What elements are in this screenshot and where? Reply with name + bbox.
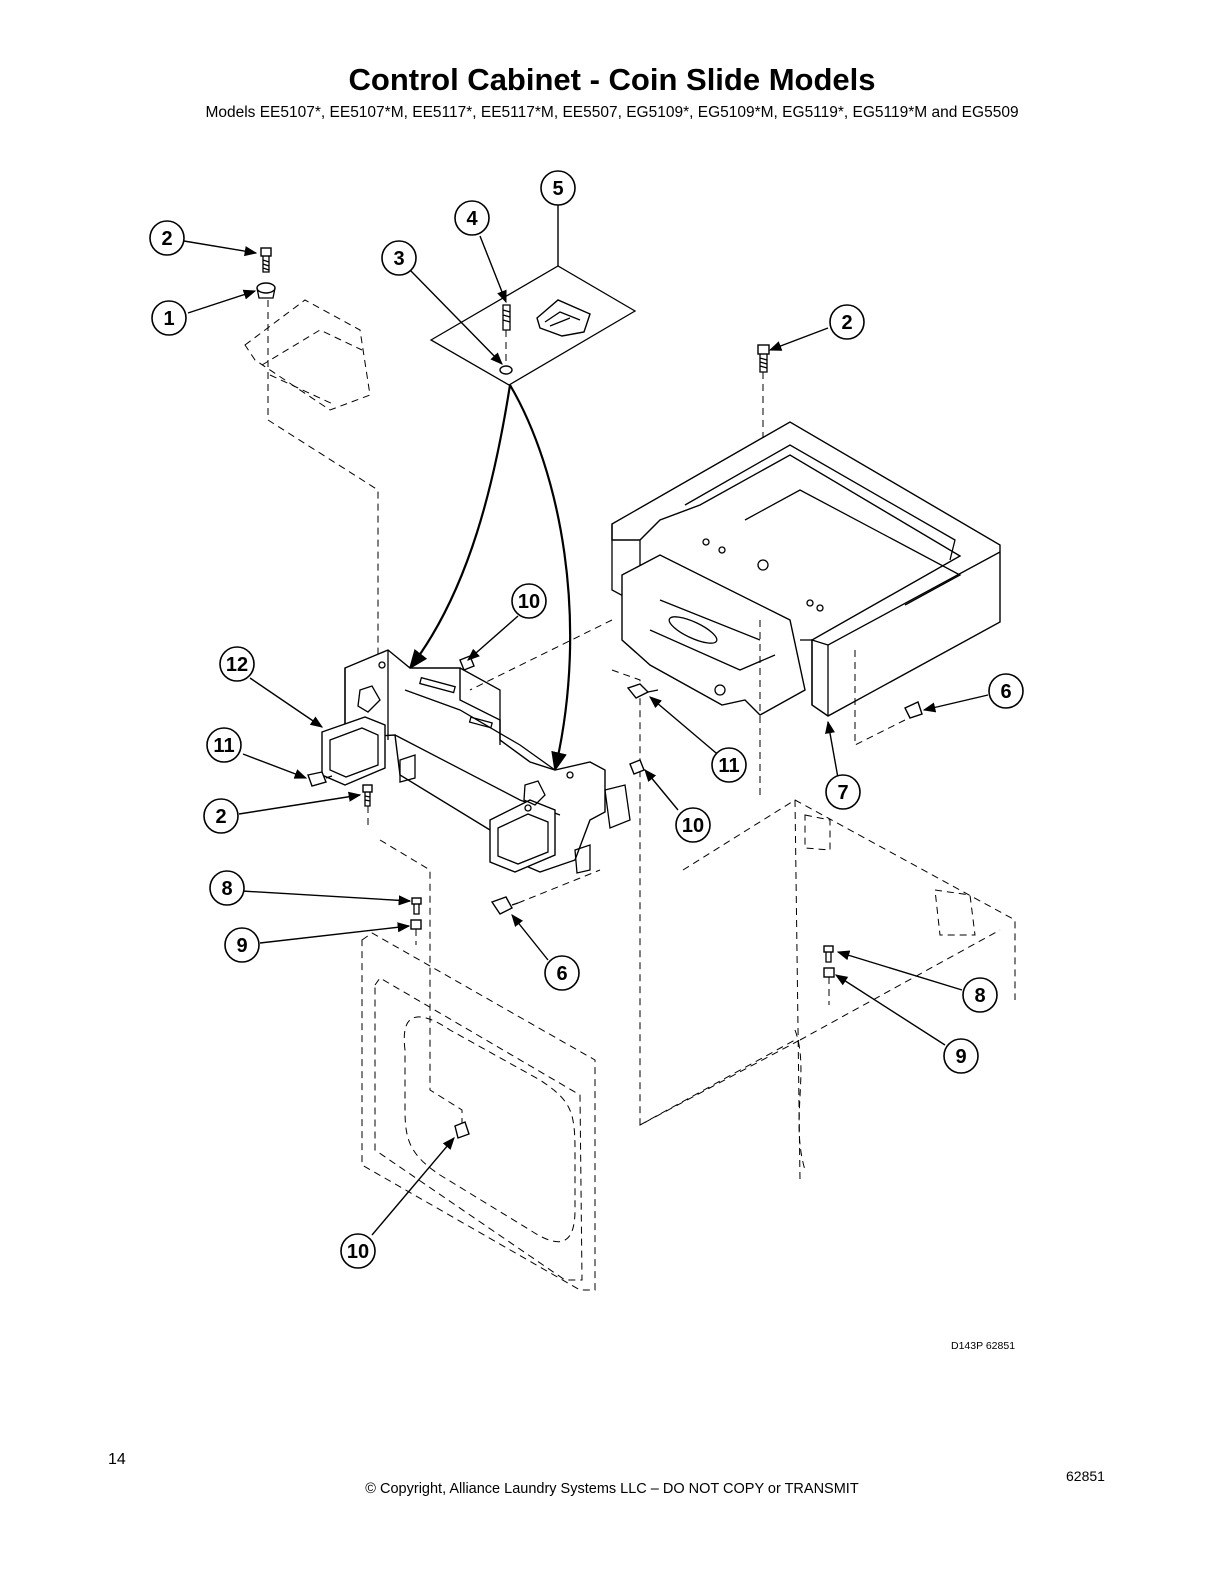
washer-1 bbox=[256, 282, 276, 299]
screw-11-right bbox=[626, 683, 659, 699]
callout-11: 11 bbox=[206, 727, 242, 763]
diagram-code: D143P 62851 bbox=[951, 1340, 1016, 1352]
callout-number: 2 bbox=[841, 312, 852, 334]
front-panel bbox=[361, 839, 596, 1291]
callout-11: 11 bbox=[711, 747, 747, 783]
callout-circle bbox=[206, 727, 242, 763]
callout-circle bbox=[151, 300, 187, 336]
callout-circle bbox=[540, 170, 576, 206]
nut-9-left bbox=[410, 919, 422, 945]
callout-circle bbox=[149, 220, 185, 256]
clip-10-upper bbox=[459, 655, 475, 671]
bolt-8-left bbox=[411, 897, 422, 915]
callout-10: 10 bbox=[340, 1233, 376, 1269]
callout-circle bbox=[454, 200, 490, 236]
callout-5: 5 bbox=[540, 170, 576, 206]
callout-number: 7 bbox=[837, 782, 848, 804]
callout-3: 3 bbox=[381, 240, 417, 276]
callout-circle bbox=[209, 870, 245, 906]
callout-circle bbox=[203, 798, 239, 834]
callout-number: 6 bbox=[1000, 681, 1011, 703]
callout-circle bbox=[825, 774, 861, 810]
callout-4: 4 bbox=[454, 200, 490, 236]
callout-10: 10 bbox=[675, 807, 711, 843]
callout-9: 9 bbox=[943, 1038, 979, 1074]
callout-number: 11 bbox=[718, 755, 739, 777]
screw-11-left bbox=[307, 771, 333, 787]
callout-number: 9 bbox=[236, 935, 247, 957]
nut-9-right bbox=[823, 967, 835, 1005]
callout-circle bbox=[711, 747, 747, 783]
bolt-lower-left bbox=[362, 784, 373, 826]
callout-circle bbox=[962, 977, 998, 1013]
callout-circle bbox=[219, 646, 255, 682]
callout-circle bbox=[340, 1233, 376, 1269]
document-number: 62851 bbox=[1066, 1468, 1105, 1484]
callout-circle bbox=[675, 807, 711, 843]
callout-number: 8 bbox=[974, 985, 985, 1007]
callout-circle bbox=[511, 583, 547, 619]
callout-number: 10 bbox=[682, 815, 704, 837]
callout-6: 6 bbox=[988, 673, 1024, 709]
coin-slide-kit-plate bbox=[429, 205, 637, 386]
callout-number: 12 bbox=[226, 654, 248, 676]
callout-circle bbox=[829, 304, 865, 340]
console-bracket bbox=[321, 649, 631, 874]
control-cabinet-box bbox=[611, 421, 1001, 717]
callout-circle bbox=[988, 673, 1024, 709]
callout-2: 2 bbox=[829, 304, 865, 340]
callout-number: 2 bbox=[215, 806, 226, 828]
callout-8: 8 bbox=[209, 870, 245, 906]
callout-number: 4 bbox=[466, 208, 478, 230]
callout-number: 10 bbox=[347, 1241, 369, 1263]
page-number: 14 bbox=[108, 1451, 126, 1468]
callout-circle bbox=[381, 240, 417, 276]
callout-number: 5 bbox=[552, 178, 563, 200]
callout-circle bbox=[224, 927, 260, 963]
callout-number: 6 bbox=[556, 963, 567, 985]
callout-2: 2 bbox=[203, 798, 239, 834]
callout-number: 1 bbox=[163, 308, 174, 330]
callout-number: 11 bbox=[213, 735, 234, 757]
callout-8: 8 bbox=[962, 977, 998, 1013]
screw-6-right bbox=[904, 701, 923, 719]
model-list-subtitle: Models EE5107*, EE5107*M, EE5117*, EE511… bbox=[205, 104, 1019, 121]
callout-1: 1 bbox=[151, 300, 187, 336]
clip-10-middle bbox=[629, 759, 645, 775]
callout-circle bbox=[943, 1038, 979, 1074]
console-bracket-ghost bbox=[244, 299, 379, 680]
callout-10: 10 bbox=[511, 583, 547, 619]
callout-7: 7 bbox=[825, 774, 861, 810]
callout-number: 3 bbox=[393, 248, 404, 270]
callout-number: 10 bbox=[518, 591, 540, 613]
callout-12: 12 bbox=[219, 646, 255, 682]
callout-9: 9 bbox=[224, 927, 260, 963]
callout-circle bbox=[544, 955, 580, 991]
bolt-8-right bbox=[823, 945, 834, 963]
callout-number: 8 bbox=[221, 878, 232, 900]
copyright-notice: © Copyright, Alliance Laundry Systems LL… bbox=[365, 1481, 859, 1497]
callout-number: 2 bbox=[161, 228, 172, 250]
screw-6-left bbox=[490, 869, 601, 915]
bolt-upper-left bbox=[260, 247, 272, 273]
page-title: Control Cabinet - Coin Slide Models bbox=[348, 62, 876, 97]
callout-6: 6 bbox=[544, 955, 580, 991]
side-panel bbox=[639, 799, 1016, 1181]
callout-number: 9 bbox=[955, 1046, 966, 1068]
callout-2: 2 bbox=[149, 220, 185, 256]
